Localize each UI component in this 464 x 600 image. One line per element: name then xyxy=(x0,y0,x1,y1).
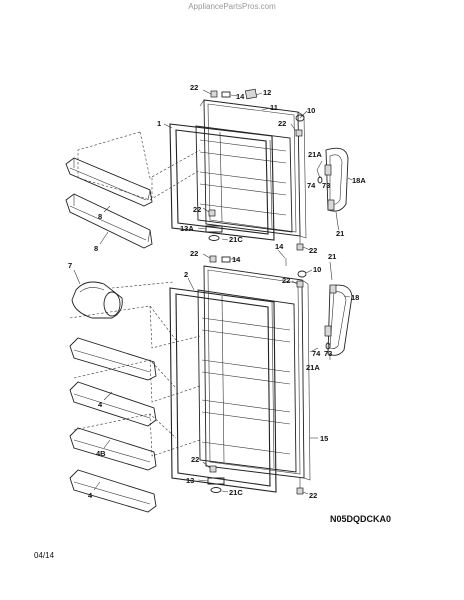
callout-13: 13 xyxy=(186,476,194,485)
leader-4-upper xyxy=(103,391,113,401)
bottom-hinge-hardware xyxy=(197,461,229,493)
leader-8-upper xyxy=(103,205,111,213)
callout-74-top: 74 xyxy=(307,181,316,190)
callout-21C-lower: 21C xyxy=(229,488,243,497)
leader-18A xyxy=(347,177,353,181)
door-shelf-4-upper xyxy=(69,337,157,381)
leader-18 xyxy=(343,295,351,298)
callout-73-mid: 73 xyxy=(324,349,332,358)
callout-14-mid: 14 xyxy=(275,242,284,251)
leader-1 xyxy=(163,123,173,129)
freezer-door-handle xyxy=(324,147,349,212)
date-code: 04/14 xyxy=(34,551,55,560)
fresh-food-door-liner xyxy=(197,289,297,473)
callout-7: 7 xyxy=(68,261,72,270)
right-pins-lower xyxy=(291,261,333,495)
door-shelf-8-upper xyxy=(65,157,153,207)
callout-15: 15 xyxy=(320,434,328,443)
callout-22-top-right: 22 xyxy=(278,119,286,128)
leader-14-mid xyxy=(277,249,286,259)
projection-lines-upper xyxy=(77,131,201,201)
callout-10-top: 10 xyxy=(307,106,315,115)
callout-13A: 13A xyxy=(180,224,194,233)
fresh-food-door-outer-panel xyxy=(203,265,311,481)
door-shelf-8-lower xyxy=(65,193,153,249)
leader-7 xyxy=(73,269,81,285)
callout-18A: 18A xyxy=(352,176,366,185)
fresh-food-door-handle xyxy=(324,284,353,356)
leader-2 xyxy=(187,277,195,291)
door-shelf-4-middle xyxy=(69,381,157,427)
callout-1: 1 xyxy=(157,119,161,128)
leader-4B xyxy=(103,439,111,449)
callout-4B: 4B xyxy=(96,449,106,458)
right-pins-upper xyxy=(296,160,340,251)
callout-21A-mid: 21A xyxy=(306,363,320,372)
callout-74-mid: 74 xyxy=(312,349,321,358)
fresh-food-door-gasket xyxy=(169,287,277,493)
callout-4-upper: 4 xyxy=(98,400,103,409)
callout-8-lower: 8 xyxy=(94,244,98,253)
callout-22-bottom-right: 22 xyxy=(309,491,317,500)
leader-8-lower xyxy=(99,231,109,245)
callout-22-mid-bracket: 22 xyxy=(190,249,198,258)
dairy-bin-7 xyxy=(71,281,123,319)
callout-4-lower: 4 xyxy=(88,491,93,500)
callout-21A-top: 21A xyxy=(308,150,322,159)
top-hinge-hardware xyxy=(202,88,308,137)
freezer-door-gasket xyxy=(169,123,275,241)
callout-14-mid-right: 14 xyxy=(232,255,241,264)
callout-11: 11 xyxy=(270,103,278,112)
callout-21-top: 21 xyxy=(336,229,344,238)
callout-2: 2 xyxy=(184,270,188,279)
door-shelf-4B xyxy=(69,427,157,471)
callout-22-top-left: 22 xyxy=(190,83,198,92)
freezer-door-outer-panel xyxy=(199,99,307,239)
callout-12: 12 xyxy=(263,88,271,97)
callout-73-top: 73 xyxy=(322,181,330,190)
callout-22-mid-lower: 22 xyxy=(309,246,317,255)
callout-18: 18 xyxy=(351,293,359,302)
callout-22-bottom-left: 22 xyxy=(191,455,199,464)
watermark-text: AppliancePartsPros.com xyxy=(188,2,276,11)
callout-22-mid-right: 22 xyxy=(282,276,290,285)
callout-21C-upper: 21C xyxy=(229,235,243,244)
door-shelf-4-lower xyxy=(69,469,157,513)
callout-21-mid: 21 xyxy=(328,252,336,261)
callout-8-upper: 8 xyxy=(98,212,102,221)
callout-22-mid-upper: 22 xyxy=(193,205,201,214)
middle-hinge-hardware xyxy=(197,207,238,263)
model-code: N05DQDCKA0 xyxy=(330,514,392,524)
callout-14-top: 14 xyxy=(236,92,245,101)
leader-4-lower xyxy=(93,481,101,491)
projection-lines-lower xyxy=(69,281,201,457)
callout-10-mid: 10 xyxy=(313,265,321,274)
